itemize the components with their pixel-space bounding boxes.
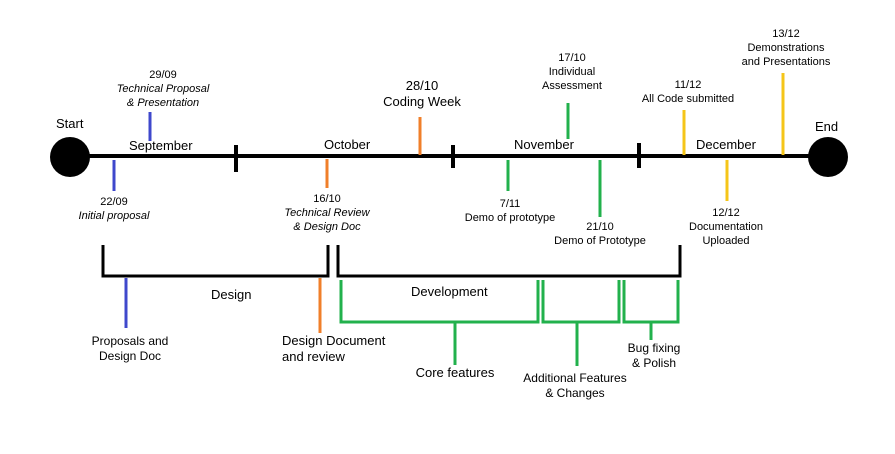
- end-label: End: [815, 119, 839, 134]
- phase-item-text: Bug fixing: [627, 341, 681, 355]
- development-phase-label: Development: [411, 284, 488, 299]
- milestone-date: 22/09: [100, 196, 128, 208]
- milestone-21-10: 21/10 Demo of Prototype: [540, 221, 660, 249]
- design-phase-label: Design: [211, 287, 252, 302]
- phase-item-text: Design Doc: [98, 349, 162, 363]
- milestone-29-09: 29/09 Technical Proposal & Presentation: [107, 69, 219, 110]
- start-label: Start: [56, 116, 84, 131]
- milestone-text: Coding Week: [383, 94, 461, 110]
- milestone-date: 28/10: [405, 78, 439, 93]
- bug-fixing-bracket: [622, 280, 680, 324]
- development-item-core: Core features: [405, 365, 505, 381]
- phase-item-text: Proposals and: [91, 334, 169, 348]
- phase-item-text: & Changes: [545, 386, 605, 400]
- milestone-text: Uploaded: [702, 234, 750, 247]
- milestone-11-12: 11/12 All Code submitted: [628, 79, 748, 107]
- milestone-text: and Presentations: [741, 55, 831, 68]
- milestone-13-12: 13/12 Demonstrations and Presentations: [731, 28, 841, 69]
- development-phase-bracket: [336, 245, 682, 278]
- milestone-text: Demo of Prototype: [554, 234, 646, 247]
- milestone-date: 12/12: [712, 207, 740, 219]
- milestone-17-10: 17/10 Individual Assessment: [522, 52, 622, 93]
- milestone-text: All Code submitted: [641, 92, 735, 105]
- phase-item-text: Additional Features: [523, 371, 627, 385]
- milestone-date: 13/12: [772, 28, 800, 40]
- milestone-text: Technical Review: [284, 206, 370, 219]
- end-node: [808, 137, 848, 177]
- core-features-bracket: [339, 280, 540, 324]
- milestone-date: 29/09: [149, 69, 177, 81]
- milestone-text: & Presentation: [126, 96, 200, 109]
- milestone-text: Demonstrations: [747, 41, 825, 54]
- milestone-12-12: 12/12 Documentation Uploaded: [676, 207, 776, 248]
- month-label-november: November: [514, 137, 574, 152]
- milestone-text: Technical Proposal: [116, 82, 210, 95]
- milestone-text: Assessment: [542, 79, 602, 92]
- milestone-date: 16/10: [313, 193, 341, 205]
- milestone-date: 11/12: [674, 79, 702, 91]
- milestone-text: Initial proposal: [78, 209, 150, 222]
- milestone-date: 7/11: [499, 198, 521, 210]
- development-item-additional: Additional Features & Changes: [515, 371, 635, 401]
- milestone-16-10: 16/10 Technical Review & Design Doc: [272, 193, 382, 234]
- design-item-proposals: Proposals and Design Doc: [78, 334, 182, 364]
- start-node: [50, 137, 90, 177]
- month-label-september: September: [129, 138, 193, 153]
- phase-item-text: Core features: [415, 365, 495, 380]
- milestone-text: & Design Doc: [293, 220, 361, 233]
- milestone-text: Demo of prototype: [464, 211, 556, 224]
- development-item-bugfix: Bug fixing & Polish: [614, 341, 694, 371]
- additional-features-bracket: [541, 280, 621, 324]
- month-label-december: December: [696, 137, 756, 152]
- milestone-text: Documentation: [689, 220, 763, 233]
- development-subphase-brackets: [339, 280, 680, 366]
- milestone-date: 17/10: [558, 52, 586, 64]
- milestone-7-11: 7/11 Demo of prototype: [450, 198, 570, 226]
- design-item-document: Design Document and review: [282, 333, 385, 366]
- phase-item-text: & Polish: [631, 356, 677, 370]
- milestone-28-10: 28/10 Coding Week: [372, 78, 472, 111]
- phase-item-text: and review: [282, 349, 345, 365]
- milestone-22-09: 22/09 Initial proposal: [70, 196, 158, 224]
- month-label-october: October: [324, 137, 371, 152]
- milestone-text: Individual: [548, 65, 596, 78]
- design-phase-bracket: [101, 245, 330, 278]
- milestone-date: 21/10: [586, 221, 614, 233]
- phase-item-text: Design Document: [282, 333, 386, 348]
